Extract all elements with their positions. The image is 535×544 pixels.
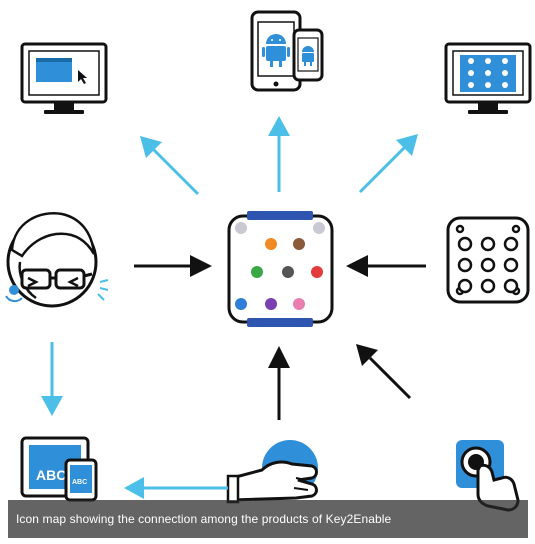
tablet-abc-text: ABC <box>36 467 66 483</box>
arrow-face-to-tablet <box>41 342 63 416</box>
arrow-to-tablet-phone <box>268 116 290 192</box>
arrow-to-monitor-grid <box>358 134 418 194</box>
touch-button-icon <box>456 440 520 512</box>
keyboard-dot <box>293 298 305 310</box>
caption-bar <box>8 500 528 538</box>
keyboard-dot <box>265 238 277 250</box>
phone-abc-text: ABC <box>72 479 87 486</box>
arrow-hand-to-keyboard <box>268 346 290 420</box>
arrow-keyguard-to-keyboard <box>346 255 426 277</box>
tablet-phone-android-icon <box>250 10 324 92</box>
keyguard-icon <box>446 216 530 304</box>
arrow-to-monitor-window <box>140 136 200 196</box>
monitor-grid-icon <box>444 42 532 114</box>
keyboard-dot <box>313 222 325 234</box>
central-keyboard-icon <box>227 211 334 327</box>
keyboard-dot <box>265 298 277 310</box>
keyboard-dot <box>282 266 294 278</box>
arrow-hand-to-tablet <box>124 477 228 499</box>
keyboard-dot <box>293 238 305 250</box>
arrow-button-to-keyboard <box>356 344 412 400</box>
keyboard-dot <box>235 298 247 310</box>
caption-text: Icon map showing the connection among th… <box>16 512 392 526</box>
monitor-window-icon <box>20 42 108 114</box>
hand-ball-icon <box>226 440 318 504</box>
arrow-face-to-keyboard <box>134 255 212 277</box>
touch-tablet-icon: ABC ABC <box>20 436 98 502</box>
keyboard-dot <box>235 222 247 234</box>
face-tracking-icon <box>5 212 109 308</box>
keyboard-dot <box>251 266 263 278</box>
keyboard-dot <box>311 266 323 278</box>
